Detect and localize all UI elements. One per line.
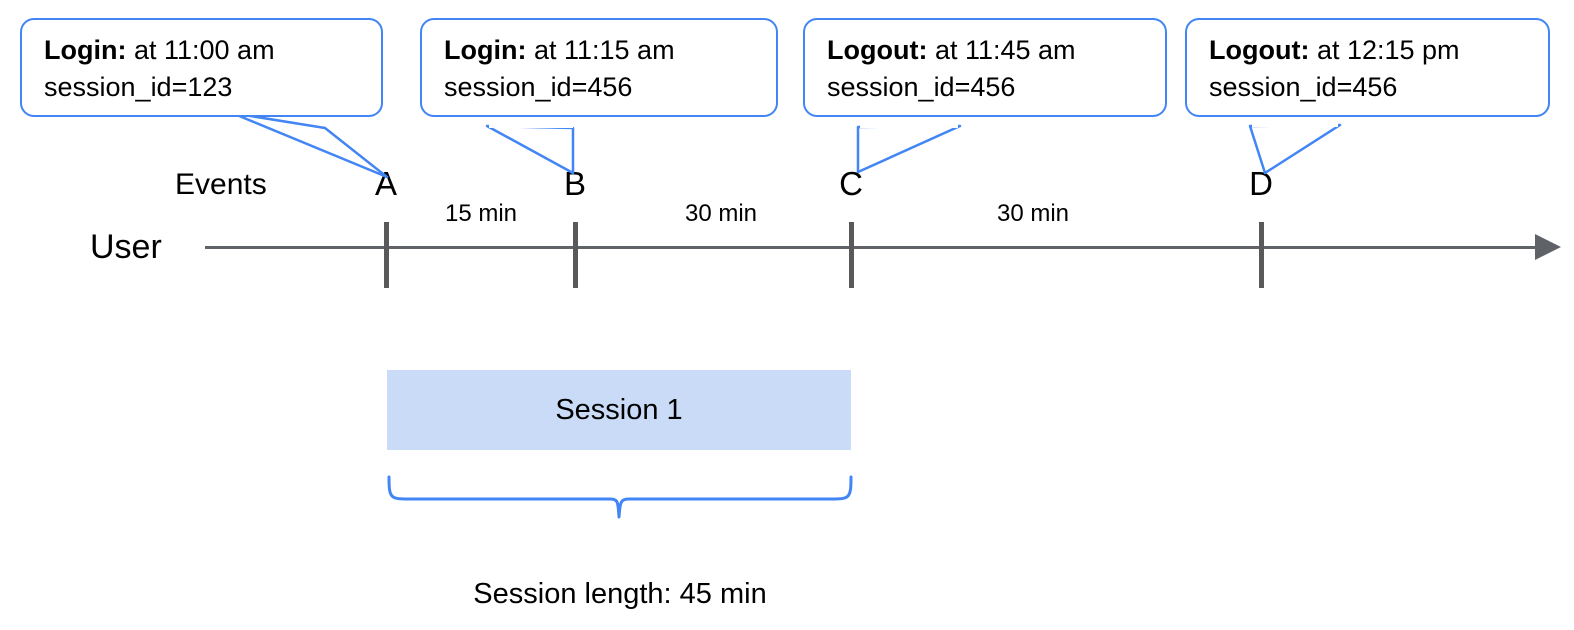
event-callout-a[interactable]: Login: at 11:00 am session_id=123 — [20, 18, 383, 118]
event-session-id-label: session_id=456 — [827, 71, 1016, 102]
timeline-tick-c — [849, 222, 854, 288]
gap-label-b-c: 30 min — [684, 200, 758, 227]
session-span-brace — [387, 475, 853, 519]
event-marker-a: A — [374, 165, 398, 202]
user-row-label: User — [90, 228, 162, 266]
event-time-label: at 11:45 am — [934, 35, 1076, 65]
session-bar-label: Session 1 — [555, 393, 683, 426]
event-time-label: at 11:00 am — [133, 35, 275, 65]
events-row-label: Events — [175, 168, 267, 201]
event-callout-b[interactable]: Login: at 11:15 am session_id=456 — [420, 18, 778, 118]
gap-label-c-d: 30 min — [996, 200, 1070, 227]
gap-label-a-b: 15 min — [444, 200, 518, 227]
event-marker-b: B — [563, 165, 587, 202]
callout-tail-b — [485, 124, 575, 175]
event-callout-d[interactable]: Logout: at 12:15 pm session_id=456 — [1185, 18, 1550, 118]
event-marker-d: D — [1249, 165, 1273, 202]
timeline-arrow-icon — [1535, 234, 1561, 260]
event-type-label: Logout: — [827, 35, 935, 65]
callout-tail-c — [856, 124, 962, 174]
session-length-caption: Session length: 45 min — [473, 578, 767, 610]
timeline-tick-b — [573, 222, 578, 288]
event-time-label: at 11:15 am — [533, 35, 675, 65]
event-time-label: at 12:15 pm — [1316, 35, 1460, 65]
event-type-label: Logout: — [1209, 35, 1317, 65]
event-type-label: Login: — [444, 35, 534, 65]
session-bar[interactable]: Session 1 — [387, 370, 851, 450]
event-type-label: Login: — [44, 35, 134, 65]
timeline-tick-d — [1259, 222, 1264, 288]
timeline-tick-a — [384, 222, 389, 288]
event-session-id-label: session_id=456 — [1209, 71, 1398, 102]
event-callout-c[interactable]: Logout: at 11:45 am session_id=456 — [803, 18, 1167, 118]
event-marker-c: C — [839, 165, 863, 202]
event-session-id-label: session_id=123 — [44, 71, 233, 102]
event-session-id-label: session_id=456 — [444, 71, 633, 102]
timeline-axis-line — [205, 246, 1535, 249]
